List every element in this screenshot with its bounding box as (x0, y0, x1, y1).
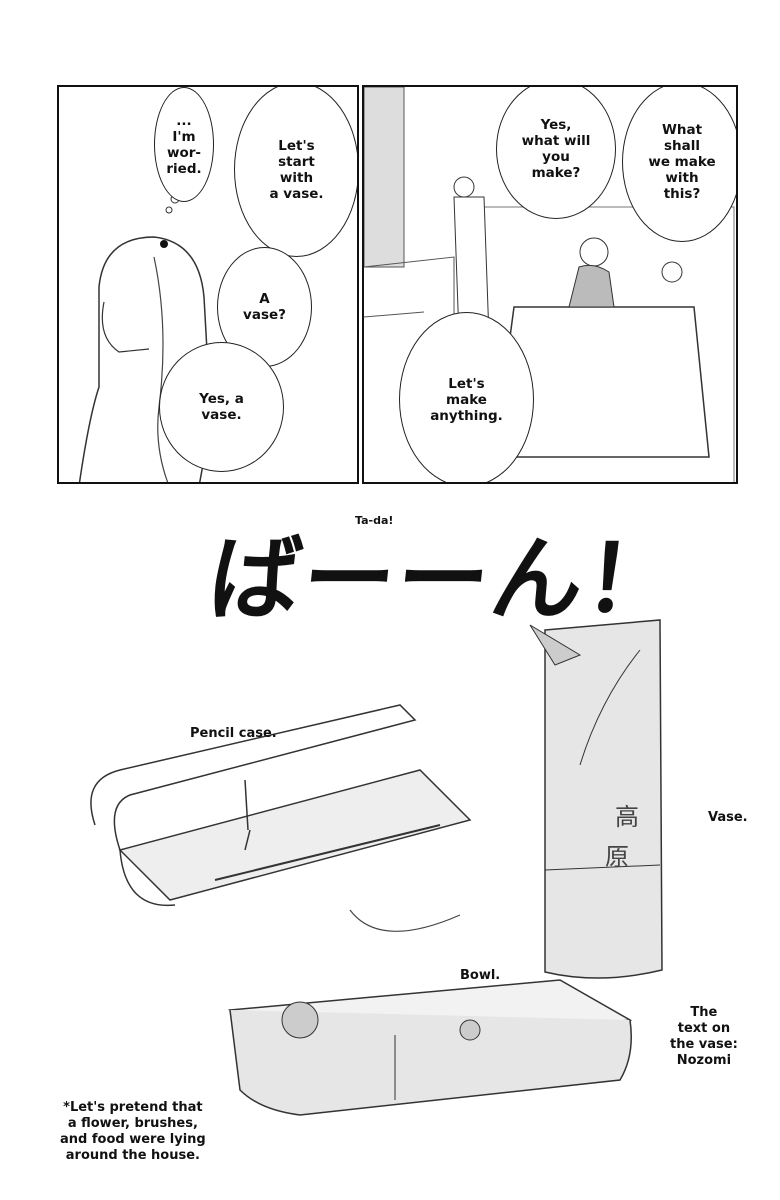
panel-girl-worried: ... I'm wor- ried. Let's start with a va… (57, 85, 359, 484)
speech-bubble-what-will-you-make: Yes, what will you make? (496, 87, 616, 219)
svg-text:原: 原 (605, 843, 629, 871)
speech-bubble-yes-a-vase: Yes, a vase. (159, 342, 284, 472)
speech-bubble-worried: ... I'm wor- ried. (154, 87, 214, 202)
label-bowl: Bowl. (460, 968, 501, 983)
sfx-translation: Ta-da! (355, 514, 394, 527)
pencil-case-drawing (90, 704, 472, 932)
bowl-drawing (227, 979, 633, 1116)
panel-kitchen-table: Yes, what will you make? What shall we m… (362, 85, 738, 484)
svg-text:高: 高 (615, 803, 639, 831)
label-vase-text-note: The text on the vase: Nozomi (670, 1005, 738, 1068)
bamboo-crafts-illustration: 高 原 (90, 619, 663, 1116)
vase-drawing: 高 原 (529, 619, 663, 979)
label-vase: Vase. (708, 810, 748, 825)
label-pencil-case: Pencil case. (190, 726, 277, 741)
speech-bubble-start-vase: Let's start with a vase. (234, 87, 357, 257)
speech-bubble-what-shall-we-make: What shall we make with this? (622, 87, 736, 242)
speech-bubble-make-anything: Let's make anything. (399, 312, 534, 482)
footnote: *Let's pretend that a flower, brushes, a… (60, 1100, 206, 1163)
